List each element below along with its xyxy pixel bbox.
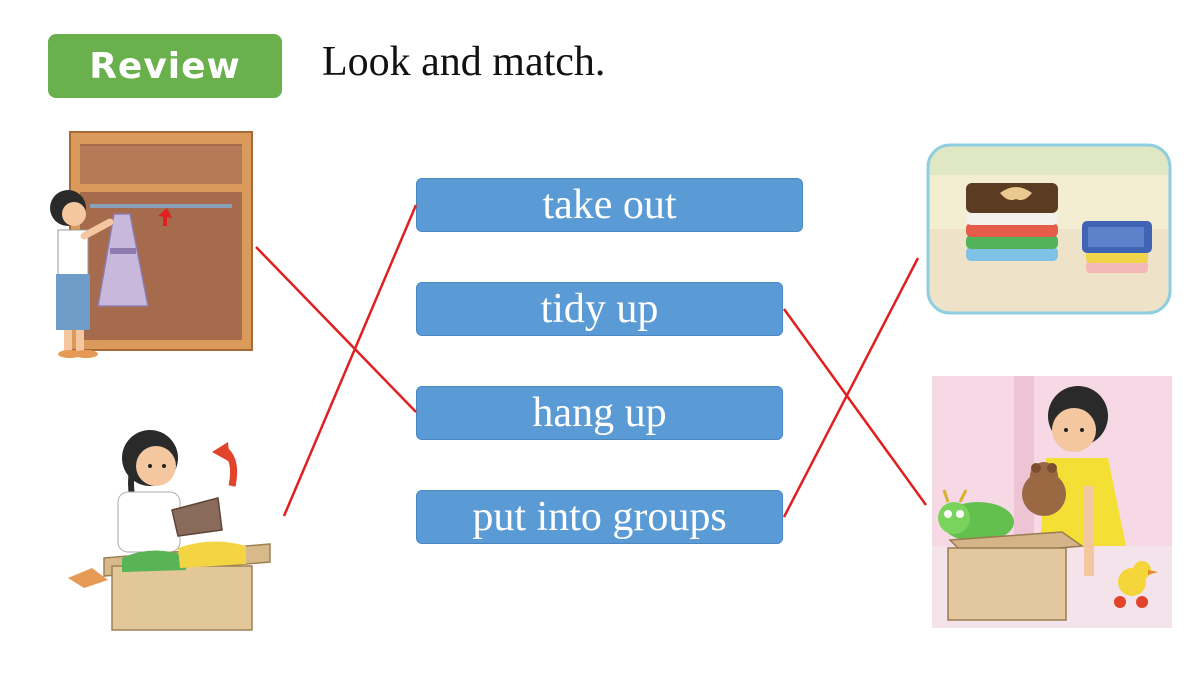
instruction-text: Look and match. [322,39,606,85]
phrase-put-into-groups[interactable]: put into groups [416,490,783,544]
match-line-groups-to-clothes [782,257,920,518]
folded-clothes-picture[interactable] [926,143,1172,315]
match-line-wardrobe-to-hang-up [255,246,417,413]
match-line-tidy-up-to-toys [782,308,928,506]
review-badge: Review [48,34,282,98]
phrase-tidy-up[interactable]: tidy up [416,282,783,336]
phrase-take-out[interactable]: take out [416,178,803,232]
tidy-toys-picture[interactable] [932,376,1172,628]
wardrobe-hang-up-picture[interactable] [40,128,260,364]
match-line-box-to-take-out [282,204,418,517]
phrase-hang-up[interactable]: hang up [416,386,783,440]
box-take-out-picture[interactable] [62,418,274,638]
